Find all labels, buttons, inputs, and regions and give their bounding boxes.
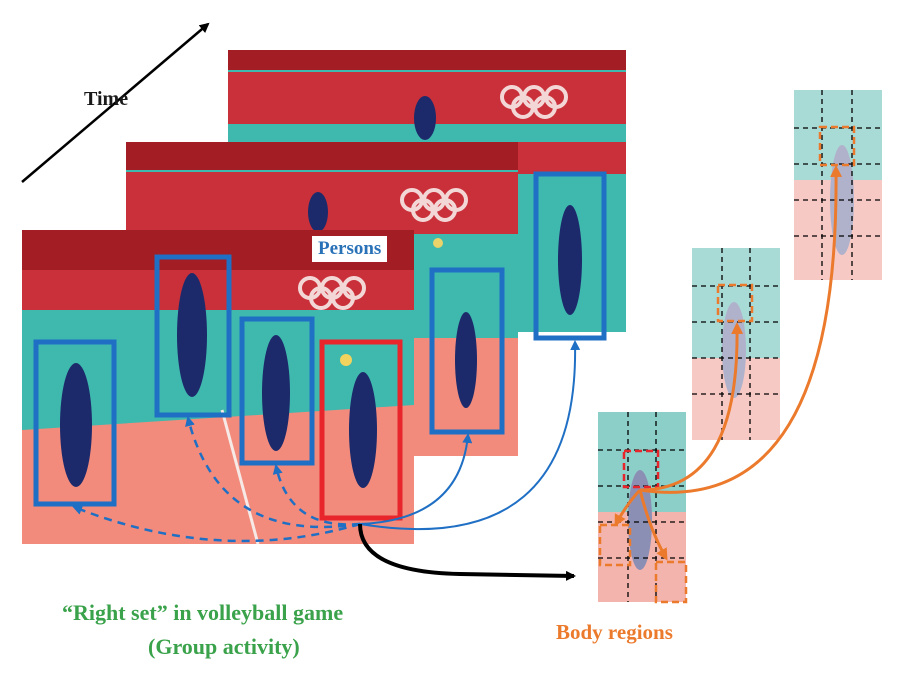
region-arrow (638, 489, 668, 561)
temporal-arrow (359, 340, 581, 531)
player-figure (177, 273, 207, 397)
player-figure (558, 205, 582, 315)
volleyball (340, 354, 352, 366)
body-region-box (818, 125, 856, 167)
person-box (239, 316, 315, 466)
player-figure (414, 96, 436, 140)
player-figure (60, 363, 92, 487)
body-region-box (622, 449, 660, 489)
video-frame-front (22, 230, 414, 545)
key-person-box (319, 339, 403, 521)
body-crop-back (794, 90, 882, 280)
body-crop-front (598, 412, 686, 602)
olympic-rings (298, 276, 366, 310)
olympic-rings (400, 188, 468, 222)
person-box (154, 254, 232, 418)
relation-arrow-dashed (185, 416, 361, 529)
persons-label: Persons (312, 236, 388, 262)
region-arrow (639, 322, 744, 492)
region-arrow (639, 165, 843, 494)
player-figure (455, 312, 477, 408)
person-box (429, 267, 505, 435)
player-figure (349, 372, 377, 488)
region-arrow (614, 488, 642, 527)
body-region-box (716, 283, 754, 323)
body-regions-label: Body regions (556, 620, 673, 644)
person-box (533, 171, 607, 341)
person-box (33, 339, 117, 507)
caption-subtitle: (Group activity) (148, 634, 300, 659)
relation-arrow-dashed (72, 505, 361, 543)
caption-title: “Right set” in volleyball game (62, 600, 344, 625)
time-arrow (21, 22, 210, 183)
player-figure (308, 192, 328, 232)
time-label: Time (84, 88, 129, 110)
volleyball (433, 238, 443, 248)
relation-arrow-dashed (272, 464, 361, 526)
video-frame-back (228, 50, 626, 142)
black-arrow (358, 523, 576, 581)
olympic-rings (500, 85, 568, 119)
temporal-arrow (359, 433, 473, 525)
player-figure (262, 335, 290, 451)
body-region-box (654, 560, 688, 604)
